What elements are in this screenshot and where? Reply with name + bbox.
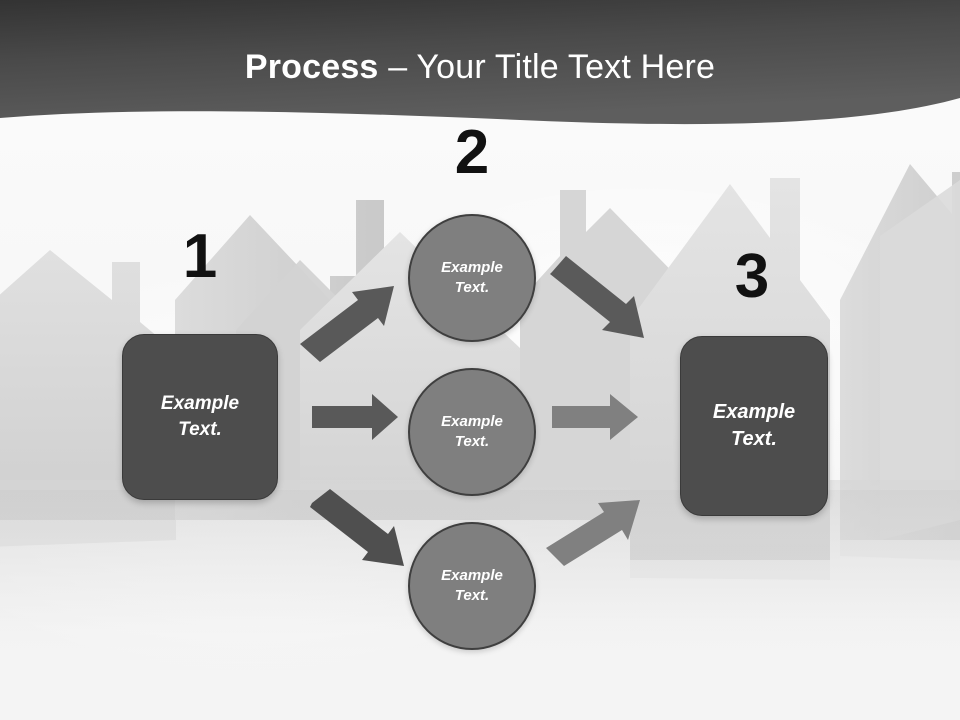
connector-start-to-middle-circle[interactable] <box>312 394 398 440</box>
step2-circle-top[interactable]: Example Text. <box>408 214 536 342</box>
step2-circle-bottom[interactable]: Example Text. <box>408 522 536 650</box>
header-band <box>0 0 960 125</box>
step2-circle-top-label: Example Text. <box>441 258 503 296</box>
connector-middle-circle-to-end[interactable] <box>552 394 638 440</box>
page-title: Process – Your Title Text Here <box>0 48 960 87</box>
page-title-light: Your Title Text Here <box>416 48 716 86</box>
page-title-separator: – <box>378 48 417 86</box>
step2-circle-bottom-label: Example Text. <box>441 566 503 604</box>
house-shape-8 <box>880 180 960 540</box>
connector-bottom-circle-to-end[interactable] <box>546 500 640 566</box>
step-number-2: 2 <box>454 118 490 187</box>
connector-top-circle-to-end[interactable] <box>550 256 644 338</box>
header-wave-shape <box>0 0 960 125</box>
connector-start-to-bottom-circle[interactable] <box>310 489 404 566</box>
connector-start-to-top-circle[interactable] <box>300 286 394 362</box>
step-number-3: 3 <box>734 242 770 311</box>
start-process-box[interactable]: Example Text. <box>122 334 278 500</box>
end-process-box[interactable]: Example Text. <box>680 336 828 516</box>
step-number-1: 1 <box>182 222 218 291</box>
start-process-box-label: Example Text. <box>160 393 240 440</box>
step2-circle-middle[interactable]: Example Text. <box>408 368 536 496</box>
end-process-box-label: Example Text. <box>712 401 796 450</box>
step2-circle-middle-label: Example Text. <box>441 412 503 450</box>
page-title-strong: Process <box>244 48 379 86</box>
